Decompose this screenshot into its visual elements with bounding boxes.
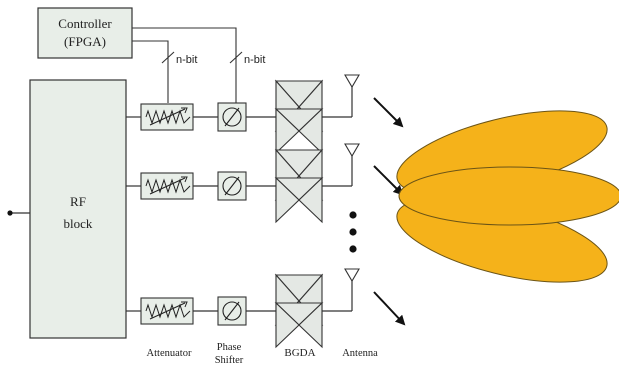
- beam-arrows: [373, 97, 406, 326]
- rf-block-label-line1: RF: [70, 194, 86, 209]
- controller-label-line1: Controller: [58, 16, 112, 31]
- control-bus-lines: [132, 27, 243, 103]
- channel-row-bottom: [126, 268, 360, 349]
- channel-rows: [126, 74, 360, 349]
- antenna-top: [344, 74, 360, 117]
- antenna-label: Antenna: [342, 348, 378, 359]
- bgda-top: [274, 79, 324, 155]
- antenna-middle: [344, 143, 360, 186]
- attenuator-top: [140, 103, 194, 131]
- controller-block: Controller (FPGA): [37, 7, 133, 59]
- phase-control-line: [132, 27, 237, 103]
- rf-block: RF block: [29, 79, 127, 339]
- bgda-label: BGDA: [284, 347, 315, 359]
- bgda-middle: [274, 148, 324, 224]
- beam-arrow-bottom: [373, 291, 406, 326]
- phase-shifter-bottom: [217, 296, 247, 326]
- phase-shifter-middle: [217, 171, 247, 201]
- attenuator-middle: [140, 172, 194, 200]
- phase-shifter-top: [217, 102, 247, 132]
- attenuator-control-line: [132, 40, 169, 103]
- attenuator-bus-slash: [161, 51, 175, 64]
- radiation-pattern: [396, 110, 619, 283]
- channel-row-middle: [126, 143, 360, 224]
- rf-block-label-line2: block: [64, 216, 93, 231]
- attenuator-label: Attenuator: [147, 348, 192, 359]
- beam-lobe-main: [398, 166, 619, 226]
- antenna-bottom: [344, 268, 360, 311]
- phase-shifter-label-line2: Shifter: [215, 355, 244, 366]
- beam-arrow-middle: [373, 165, 404, 196]
- attenuator-bus-label: n-bit: [176, 54, 197, 66]
- beam-arrow-top: [373, 97, 404, 128]
- attenuator-bottom: [140, 297, 194, 325]
- phase-shifter-label-line1: Phase: [217, 342, 242, 353]
- phase-bus-slash: [229, 51, 243, 64]
- bgda-bottom: [274, 273, 324, 349]
- controller-label-line2: (FPGA): [64, 34, 106, 49]
- channel-row-top: [126, 74, 360, 155]
- rf-input: [7, 210, 30, 216]
- phase-bus-label: n-bit: [244, 54, 265, 66]
- column-labels: Attenuator Phase Shifter BGDA Antenna: [147, 342, 379, 366]
- ellipsis-dots: [349, 211, 357, 253]
